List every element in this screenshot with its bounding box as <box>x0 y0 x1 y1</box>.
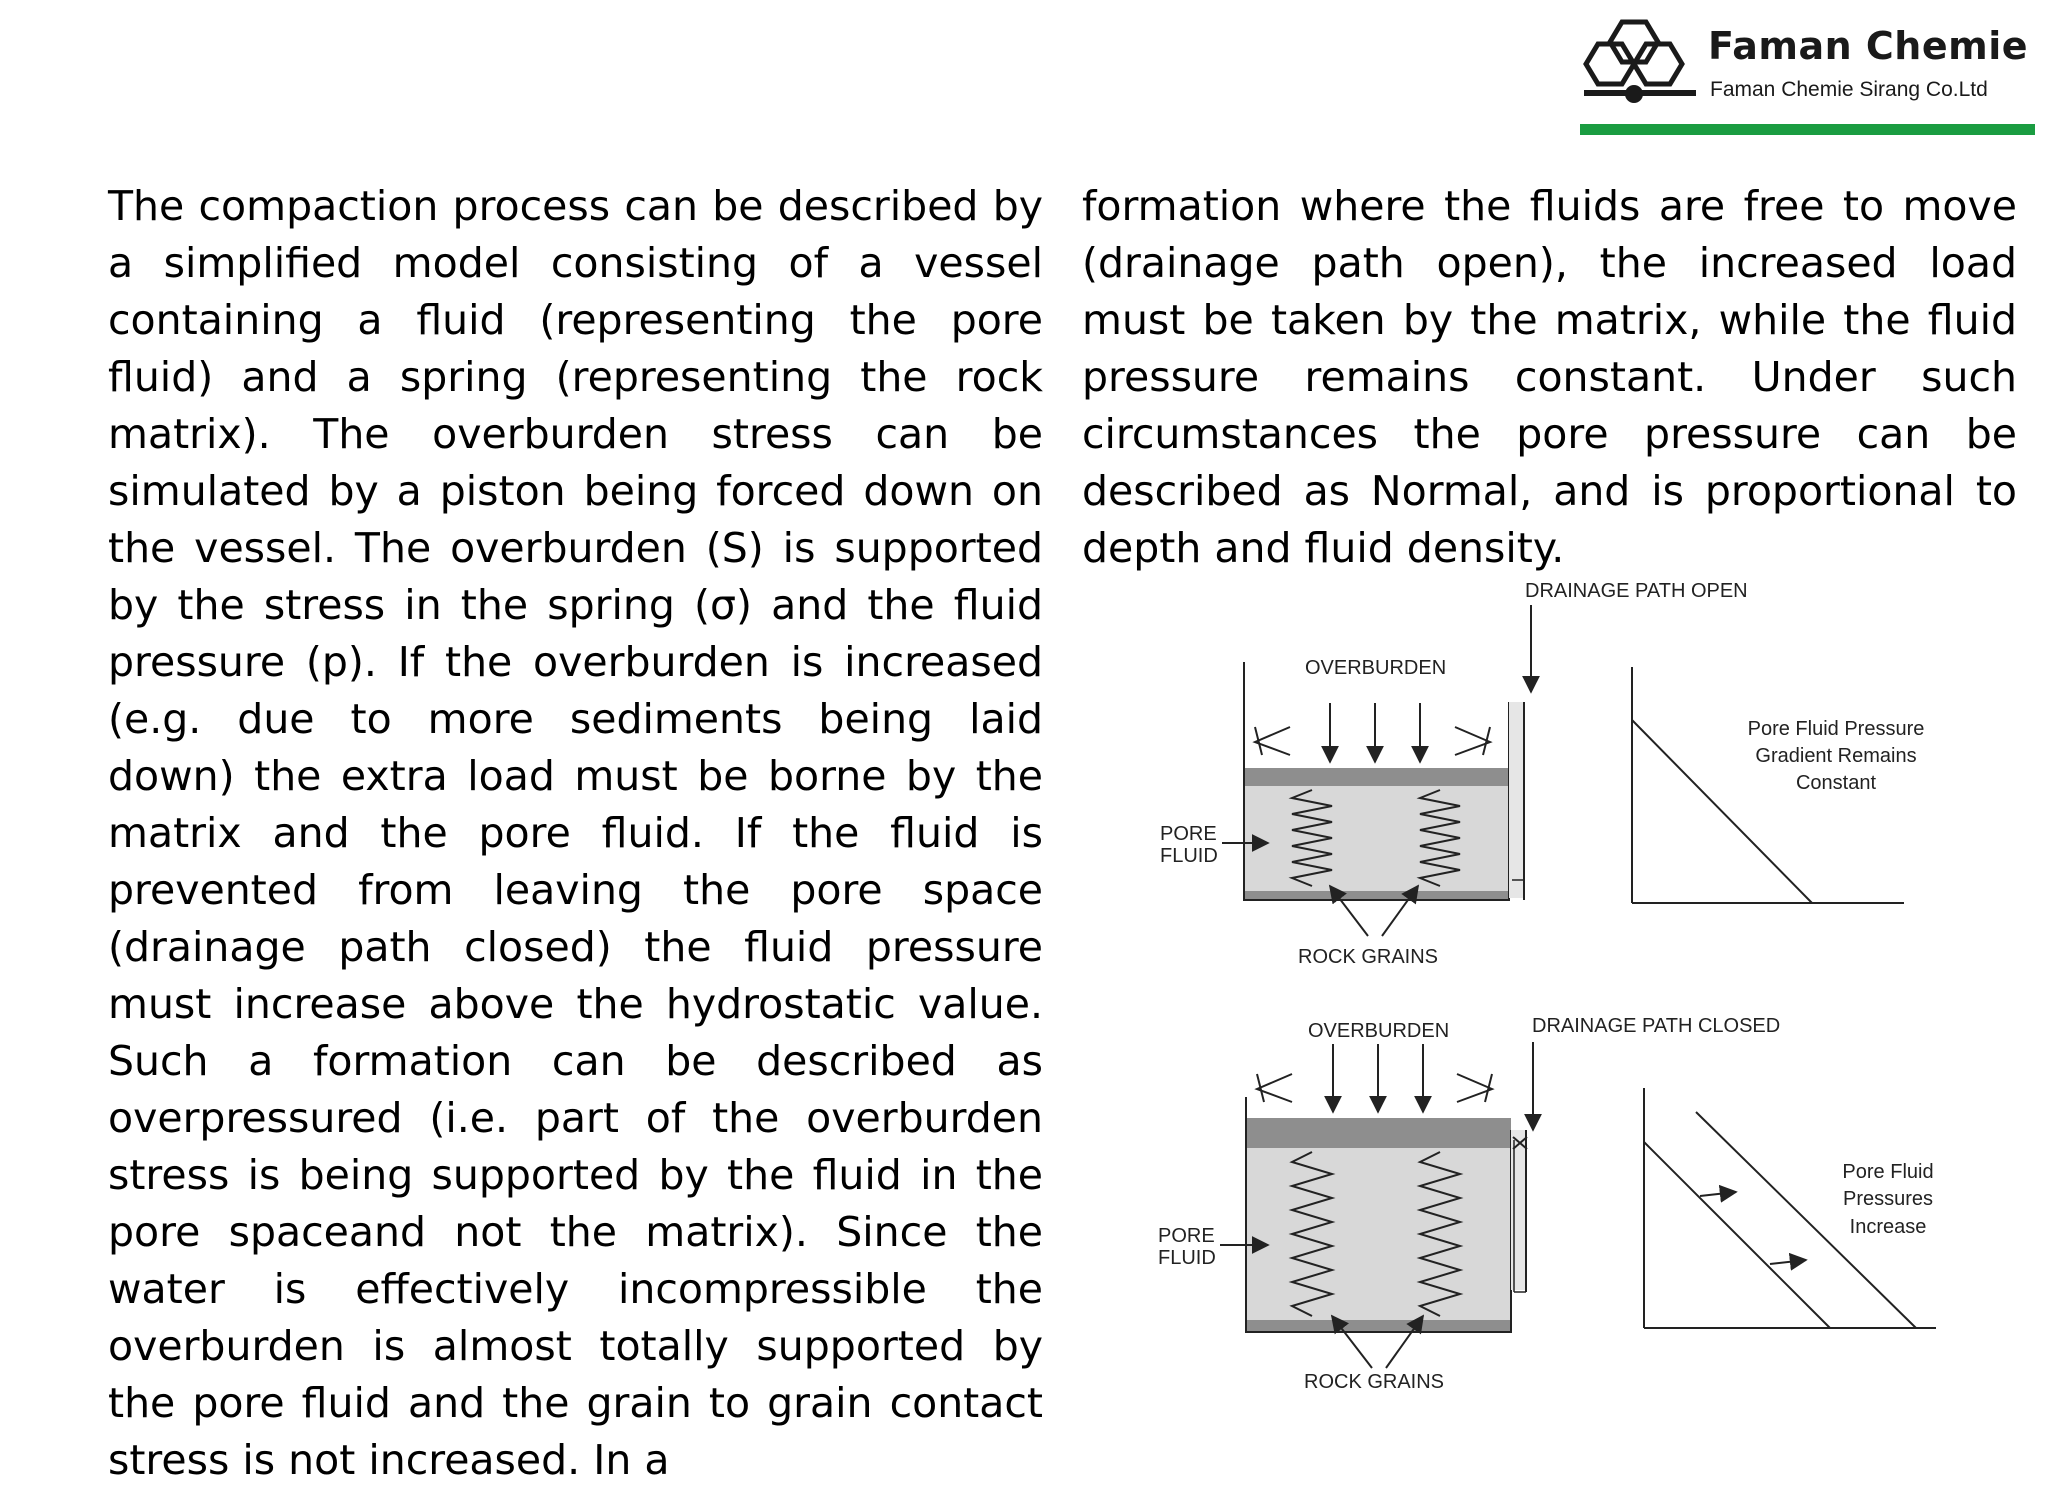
rock-grains-label-top: ROCK GRAINS <box>1298 946 1438 968</box>
pore-fluid-label-bottom-1: PORE <box>1158 1225 1215 1247</box>
drainage-closed-label: DRAINAGE PATH CLOSED <box>1532 1015 1780 1037</box>
graph-closed-label-2: Pressures <box>1843 1188 1933 1210</box>
graph-closed-label-3: Increase <box>1850 1216 1927 1238</box>
header-accent-bar <box>1580 124 2035 135</box>
paragraph-left: The compaction process can be described … <box>108 182 1043 1484</box>
paragraph-right: formation where the fluids are free to m… <box>1082 182 2017 572</box>
rock-grains-label-bottom: ROCK GRAINS <box>1304 1371 1444 1393</box>
drainage-open-svg: DRAINAGE PATH OPEN OVERBURDEN PORE FLUID <box>1160 580 1925 968</box>
brand-subtitle: Faman Chemie Sirang Co.Ltd <box>1710 78 1988 101</box>
diagram-drainage-open: DRAINAGE PATH OPEN OVERBURDEN PORE FLUID <box>1140 570 1940 980</box>
graph-open-label-2: Gradient Remains <box>1755 745 1916 767</box>
pore-fluid-label-bottom-2: FLUID <box>1158 1247 1216 1269</box>
brand-logo: Faman Chemie Faman Chemie Sirang Co.Ltd <box>1580 12 2035 137</box>
graph-closed-label-1: Pore Fluid <box>1842 1161 1933 1183</box>
text-column-right: formation where the fluids are free to m… <box>1082 178 2017 577</box>
drainage-closed-svg: DRAINAGE PATH CLOSED OVERBURDEN PORE FLU… <box>1158 1015 1936 1393</box>
hexagon-logo-icon <box>1583 19 1696 103</box>
overburden-label-bottom: OVERBURDEN <box>1308 1020 1449 1042</box>
graph-open-label-3: Constant <box>1796 772 1876 794</box>
diagram-drainage-closed: DRAINAGE PATH CLOSED OVERBURDEN PORE FLU… <box>1140 1002 1940 1412</box>
pore-fluid-label-top-2: FLUID <box>1160 845 1218 867</box>
drainage-open-label: DRAINAGE PATH OPEN <box>1525 580 1748 602</box>
brand-title: Faman Chemie <box>1708 24 2029 68</box>
pore-fluid-label-top-1: PORE <box>1160 823 1217 845</box>
overburden-label-top: OVERBURDEN <box>1305 657 1446 679</box>
graph-open-label-1: Pore Fluid Pressure <box>1748 718 1925 740</box>
text-column-left: The compaction process can be described … <box>108 178 1043 1489</box>
